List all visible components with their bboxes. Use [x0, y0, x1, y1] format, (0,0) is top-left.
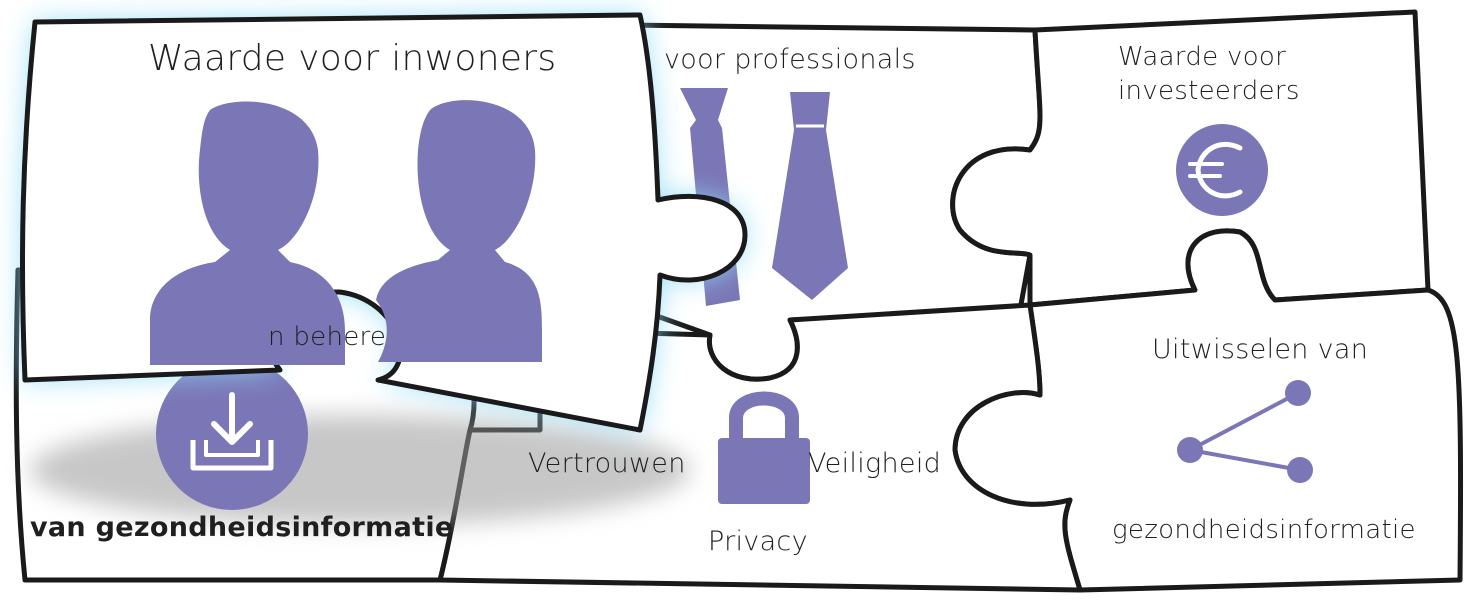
- investeerders-label-line1: Waarde voor: [1118, 42, 1287, 72]
- beheren-partial-label: n behere: [268, 322, 387, 352]
- padlock-icon: [718, 391, 810, 504]
- veiligheid-label: Veiligheid: [808, 448, 942, 479]
- professionals-label: voor professionals: [664, 44, 916, 75]
- privacy-label: Privacy: [708, 526, 808, 557]
- vertrouwen-label: Vertrouwen: [528, 448, 686, 479]
- euro-icon: [1176, 124, 1268, 216]
- uitwisselen-label: Uitwisselen van: [1152, 334, 1369, 365]
- investeerders-label-line2: investeerders: [1118, 76, 1300, 106]
- beheren-bottom-label: van gezondheidsinformatie: [30, 512, 454, 543]
- uitwisselen-bottom-label: gezondheidsinformatie: [1112, 515, 1416, 545]
- inwoners-label: Waarde voor inwoners: [148, 38, 557, 79]
- share-icon: [1177, 380, 1313, 483]
- download-tray-icon: [156, 358, 308, 510]
- two-people-icon: [150, 100, 542, 365]
